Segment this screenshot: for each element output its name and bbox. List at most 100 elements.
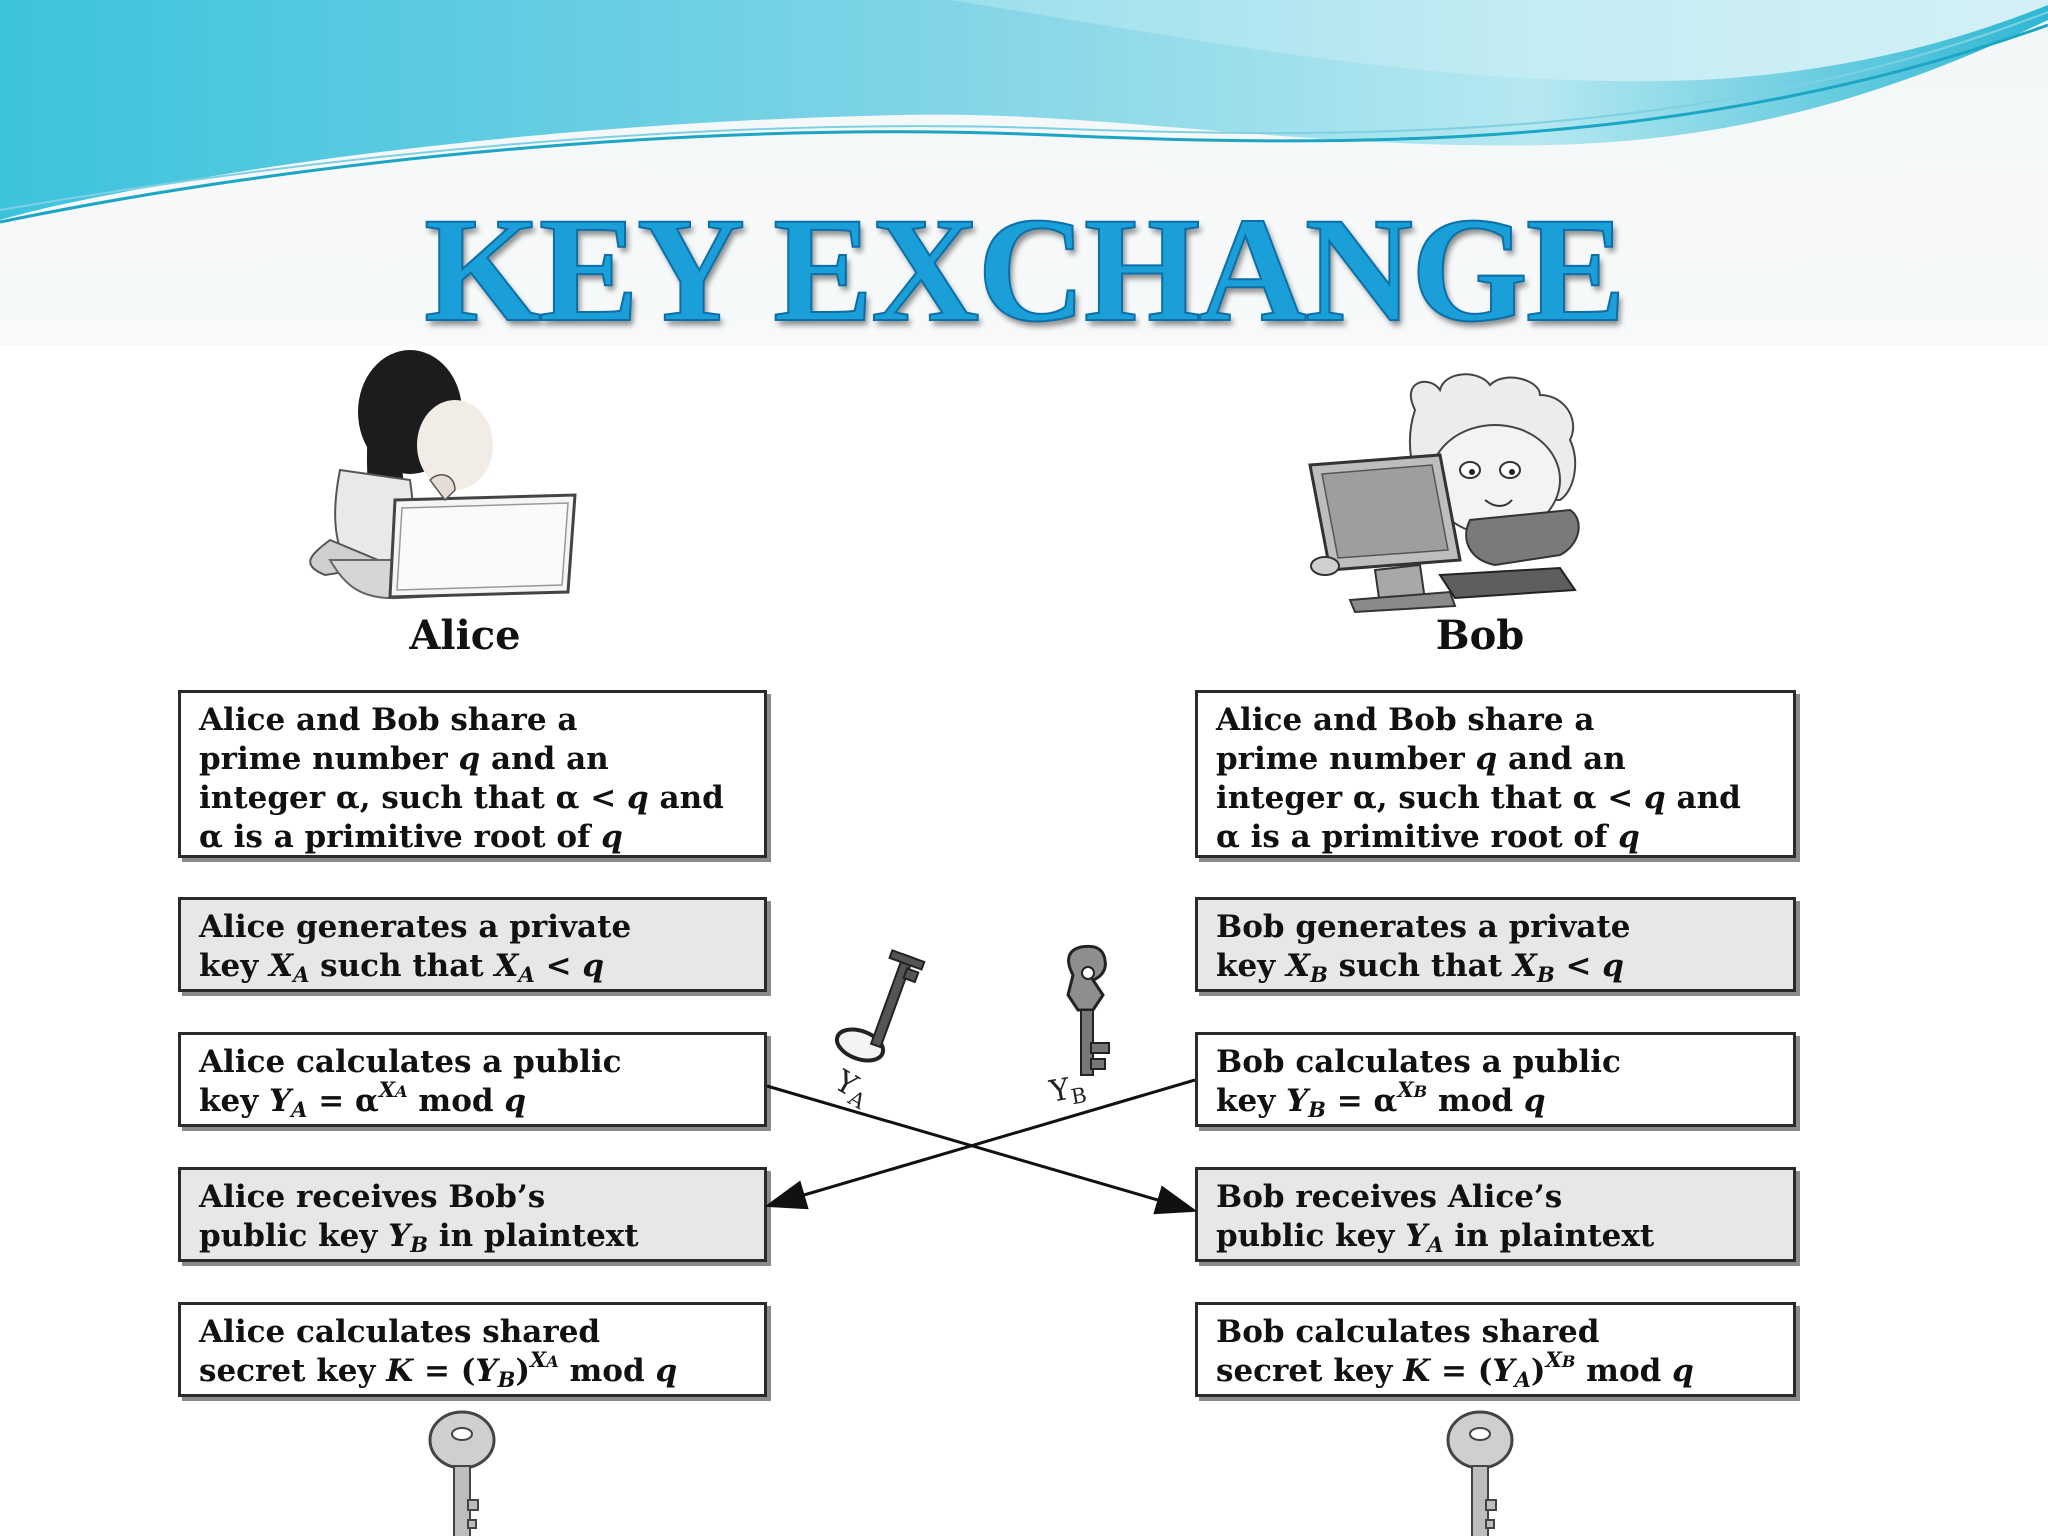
alice-step5-mod: mod: [558, 1353, 656, 1389]
bob-step2-x2: X: [1512, 948, 1537, 984]
bob-step2-q: q: [1602, 948, 1624, 984]
alice-step3-mod: mod: [407, 1083, 505, 1119]
alice-step3-sup-x: X: [378, 1077, 396, 1102]
bob-step3-sup-x: X: [1397, 1077, 1414, 1102]
alice-step3-eq: = α: [307, 1083, 379, 1119]
bob-step2-such: such that: [1327, 948, 1513, 984]
alice-step5-close: ): [515, 1353, 530, 1389]
bob-step5-sup-b: B: [1561, 1352, 1576, 1371]
alice-step5-y: Y: [475, 1353, 498, 1389]
alice-step4-y-sub: B: [410, 1232, 429, 1257]
bob-step1-line3a: integer α, such that α <: [1216, 780, 1644, 816]
bob-step2-lt: <: [1554, 948, 1603, 984]
bob-step5-k: K: [1403, 1353, 1431, 1389]
alice-secret-key-icon: [428, 1410, 496, 1536]
bob-step1-q3: q: [1618, 819, 1640, 855]
alice-step1-line4a: α is a primitive root of: [199, 819, 602, 855]
bob-figure: [1308, 373, 1580, 614]
bob-step2-key: key: [1216, 948, 1287, 984]
bob-step4-y: Y: [1405, 1218, 1428, 1254]
bob-step4-public-key: public key: [1216, 1218, 1406, 1254]
bob-step5-close: ): [1530, 1353, 1546, 1389]
alice-label: Alice: [409, 612, 521, 659]
bob-step5-line1: Bob calculates shared: [1216, 1314, 1600, 1350]
alice-step-shared-secret: Alice calculates shared secret key K = (…: [178, 1302, 767, 1397]
bob-step-private-key: Bob generates a private key XB such that…: [1195, 897, 1796, 992]
bob-secret-key-icon: [1446, 1410, 1514, 1536]
bob-step3-line1: Bob calculates a public: [1216, 1044, 1621, 1080]
bob-step-shared-params: Alice and Bob share a prime number q and…: [1195, 690, 1796, 858]
alice-step2-q: q: [582, 948, 605, 984]
alice-step1-line3a: integer α, such that α <: [199, 780, 627, 816]
alice-step-receive: Alice receives Bob’s public key YB in pl…: [178, 1167, 767, 1262]
bob-step4-plaintext: in plaintext: [1443, 1218, 1655, 1254]
bob-step3-y-sub: B: [1308, 1097, 1326, 1122]
bob-step3-mod: mod: [1427, 1083, 1524, 1119]
bob-step3-sup-b: B: [1413, 1082, 1428, 1101]
bob-step2-line1: Bob generates a private: [1216, 909, 1631, 945]
alice-step5-y-sub: B: [497, 1367, 516, 1392]
alice-step1-line2b: and an: [480, 741, 609, 777]
bob-label: Bob: [1435, 612, 1525, 659]
ya-label: YA: [829, 1064, 877, 1114]
alice-step-private-key: Alice generates a private key XA such th…: [178, 897, 767, 992]
alice-step5-sup-x: X: [529, 1347, 547, 1372]
alice-step-public-key: Alice calculates a public key YA = αXA m…: [178, 1032, 767, 1127]
bob-step3-key: key: [1216, 1083, 1287, 1119]
bob-step1-line4a: α is a primitive root of: [1216, 819, 1619, 855]
alice-step2-key: key: [199, 948, 270, 984]
bob-step5-q: q: [1672, 1353, 1694, 1389]
alice-step5-line1: Alice calculates shared: [199, 1314, 601, 1350]
bob-step4-line1: Bob receives Alice’s: [1216, 1179, 1563, 1215]
bob-step3-y: Y: [1286, 1083, 1309, 1119]
bob-step5-y-sub: A: [1514, 1367, 1531, 1392]
slide-title: KEY EXCHANGE: [423, 187, 1627, 353]
alice-step3-y-sub: A: [291, 1097, 308, 1122]
alice-step2-lt: <: [534, 948, 583, 984]
bob-step5-eq: = (: [1430, 1353, 1493, 1389]
alice-step3-y: Y: [269, 1083, 292, 1119]
alice-step3-line1: Alice calculates a public: [199, 1044, 622, 1080]
alice-step4-y: Y: [388, 1218, 411, 1254]
alice-step2-such: such that: [309, 948, 495, 984]
alice-step2-x2: X: [494, 948, 519, 984]
alice-step3-key: key: [199, 1083, 270, 1119]
alice-step3-sup-a: A: [395, 1082, 408, 1101]
public-key-ya-icon: [834, 949, 926, 1063]
bob-step1-line2b: and an: [1497, 741, 1626, 777]
bob-step5-y: Y: [1492, 1353, 1515, 1389]
alice-step5-secret: secret key: [199, 1353, 387, 1389]
alice-step1-line3b: and: [648, 780, 724, 816]
bob-step1-line2a: prime number: [1216, 741, 1476, 777]
bob-step1-q2: q: [1644, 780, 1666, 816]
alice-step5-q: q: [655, 1353, 678, 1389]
alice-step1-q2: q: [627, 780, 649, 816]
alice-step1-q3: q: [601, 819, 623, 855]
bob-step-shared-secret: Bob calculates shared secret key K = (YA…: [1195, 1302, 1796, 1397]
bob-step1-line3b: and: [1665, 780, 1741, 816]
bob-step2-x2-sub: B: [1536, 962, 1555, 987]
arrow-alice-to-bob: [766, 1084, 1198, 1215]
bob-step4-y-sub: A: [1427, 1232, 1444, 1257]
public-key-yb-icon: [1066, 944, 1110, 1076]
alice-step2-x-sub: A: [293, 962, 310, 987]
arrow-bob-to-alice: [764, 1078, 1196, 1210]
alice-step3-q: q: [504, 1083, 527, 1119]
alice-step5-eq: = (: [413, 1353, 476, 1389]
alice-step2-x: X: [269, 948, 294, 984]
bob-step3-q: q: [1523, 1083, 1546, 1119]
bob-step-receive: Bob receives Alice’s public key YA in pl…: [1195, 1167, 1796, 1262]
alice-step1-line1: Alice and Bob share a: [199, 702, 578, 738]
bob-step5-secret: secret key: [1216, 1353, 1404, 1389]
bob-step2-x: X: [1286, 948, 1311, 984]
alice-step1-q1: q: [458, 741, 481, 777]
bob-step5-sup-x: X: [1545, 1347, 1562, 1372]
bob-step3-eq: = α: [1325, 1083, 1398, 1119]
yb-label: YB: [1047, 1069, 1088, 1110]
bob-step2-x-sub: B: [1310, 962, 1328, 987]
alice-step2-x2-sub: A: [518, 962, 535, 987]
alice-step2-line1: Alice generates a private: [199, 909, 632, 945]
alice-step5-sup-a: A: [546, 1352, 559, 1371]
alice-step4-public-key: public key: [199, 1218, 389, 1254]
